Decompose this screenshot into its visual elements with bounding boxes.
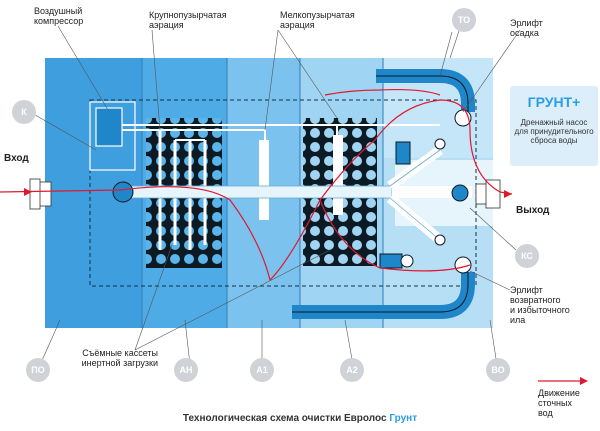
badge-po: ПО bbox=[26, 358, 50, 382]
label-inlet: Вход bbox=[4, 153, 29, 164]
ks-pipe-end bbox=[451, 184, 469, 202]
label-flow-legend: Движение сточных вод bbox=[538, 388, 580, 418]
fine-aerator-a1 bbox=[259, 140, 269, 220]
label-compressor: Воздушный компрессор bbox=[34, 6, 84, 26]
compressor-box bbox=[89, 101, 136, 171]
label-sludge-airlift: Эрлифт осадка bbox=[510, 18, 543, 38]
outlet-arrow bbox=[504, 190, 512, 198]
inlet-arrow bbox=[24, 188, 32, 196]
fine-aerator-a2 bbox=[333, 135, 343, 215]
inlet-pipe-end bbox=[112, 181, 134, 203]
label-coarse-aeration: Крупнопузырчатая аэрация bbox=[149, 10, 227, 30]
flow-line bbox=[0, 99, 513, 282]
badge-a1: А1 bbox=[250, 358, 274, 382]
grunt-title: ГРУНТ+ bbox=[527, 94, 581, 110]
badge-a2: А2 bbox=[340, 358, 364, 382]
badge-k: К bbox=[12, 100, 36, 124]
badge-ks: КС bbox=[515, 244, 539, 268]
label-outlet: Выход bbox=[516, 205, 550, 216]
compressor-unit bbox=[95, 107, 123, 147]
return-box bbox=[379, 253, 403, 269]
badge-vo: ВО bbox=[486, 358, 510, 382]
badge-to: ТО bbox=[452, 8, 476, 32]
label-fine-aeration: Мелкопузырчатая аэрация bbox=[280, 10, 355, 30]
sludge-box bbox=[395, 141, 411, 165]
caption-accent: Грунт bbox=[389, 413, 418, 424]
transfer-pipe bbox=[119, 185, 393, 199]
grunt-plus-box: ГРУНТ+ Дренажный насос для принудительно… bbox=[510, 86, 598, 166]
caption-main: Технологическая схема очистки Евролос bbox=[182, 413, 387, 424]
label-cassettes: Съёмные кассеты инертной загрузки bbox=[81, 348, 158, 368]
caption: Технологическая схема очистки Евролос Гр… bbox=[0, 413, 600, 424]
badge-an: АН bbox=[174, 358, 198, 382]
legend-arrow bbox=[580, 377, 588, 385]
grunt-text: Дренажный насос для принудительного сбро… bbox=[514, 118, 594, 145]
label-return-airlift: Эрлифт возвратного и избыточного ила bbox=[510, 285, 570, 325]
